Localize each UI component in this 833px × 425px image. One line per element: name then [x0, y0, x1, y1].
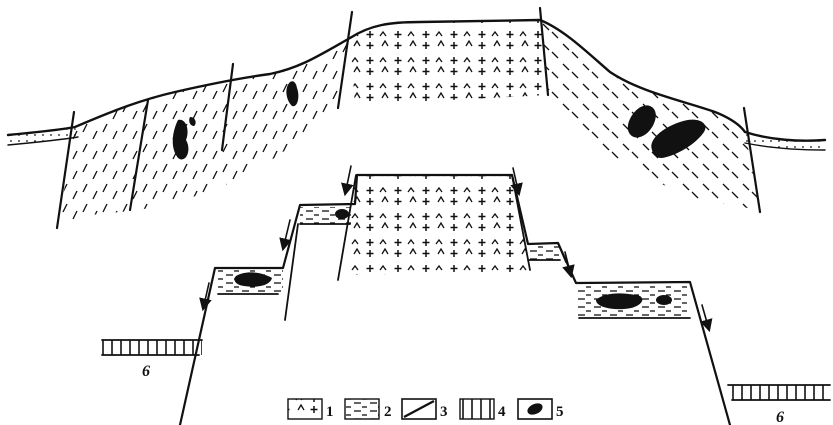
granite-block	[345, 175, 530, 275]
legend-label: 4	[498, 404, 506, 420]
ore-body	[335, 209, 349, 219]
surface-sediment-left	[8, 127, 78, 145]
fault-arrow-icon	[346, 166, 351, 190]
step-bed-mid-right	[529, 244, 559, 260]
lower-cross-section: 6 6	[102, 166, 830, 425]
legend-item-granite: 1	[288, 399, 334, 420]
left-cover-rocks	[58, 38, 350, 225]
basement-block-left	[102, 340, 202, 355]
legend-label: 5	[556, 404, 564, 420]
fault-arrow-icon	[702, 305, 708, 326]
basement-label-left: 6	[142, 363, 150, 380]
legend: 1 2 3 4 5	[288, 399, 564, 420]
legend-label: 2	[384, 404, 392, 420]
ore-body	[656, 295, 672, 305]
legend-item-ore: 5	[518, 399, 564, 420]
granite-core	[350, 20, 548, 105]
legend-item-hatch: 4	[460, 399, 506, 420]
legend-item-fault: 3	[402, 399, 448, 420]
legend-label: 3	[440, 404, 448, 420]
legend-label: 1	[326, 404, 334, 420]
basement-label-right: 6	[776, 409, 784, 425]
legend-item-shale: 2	[345, 399, 392, 420]
basement-block-right	[728, 385, 830, 400]
